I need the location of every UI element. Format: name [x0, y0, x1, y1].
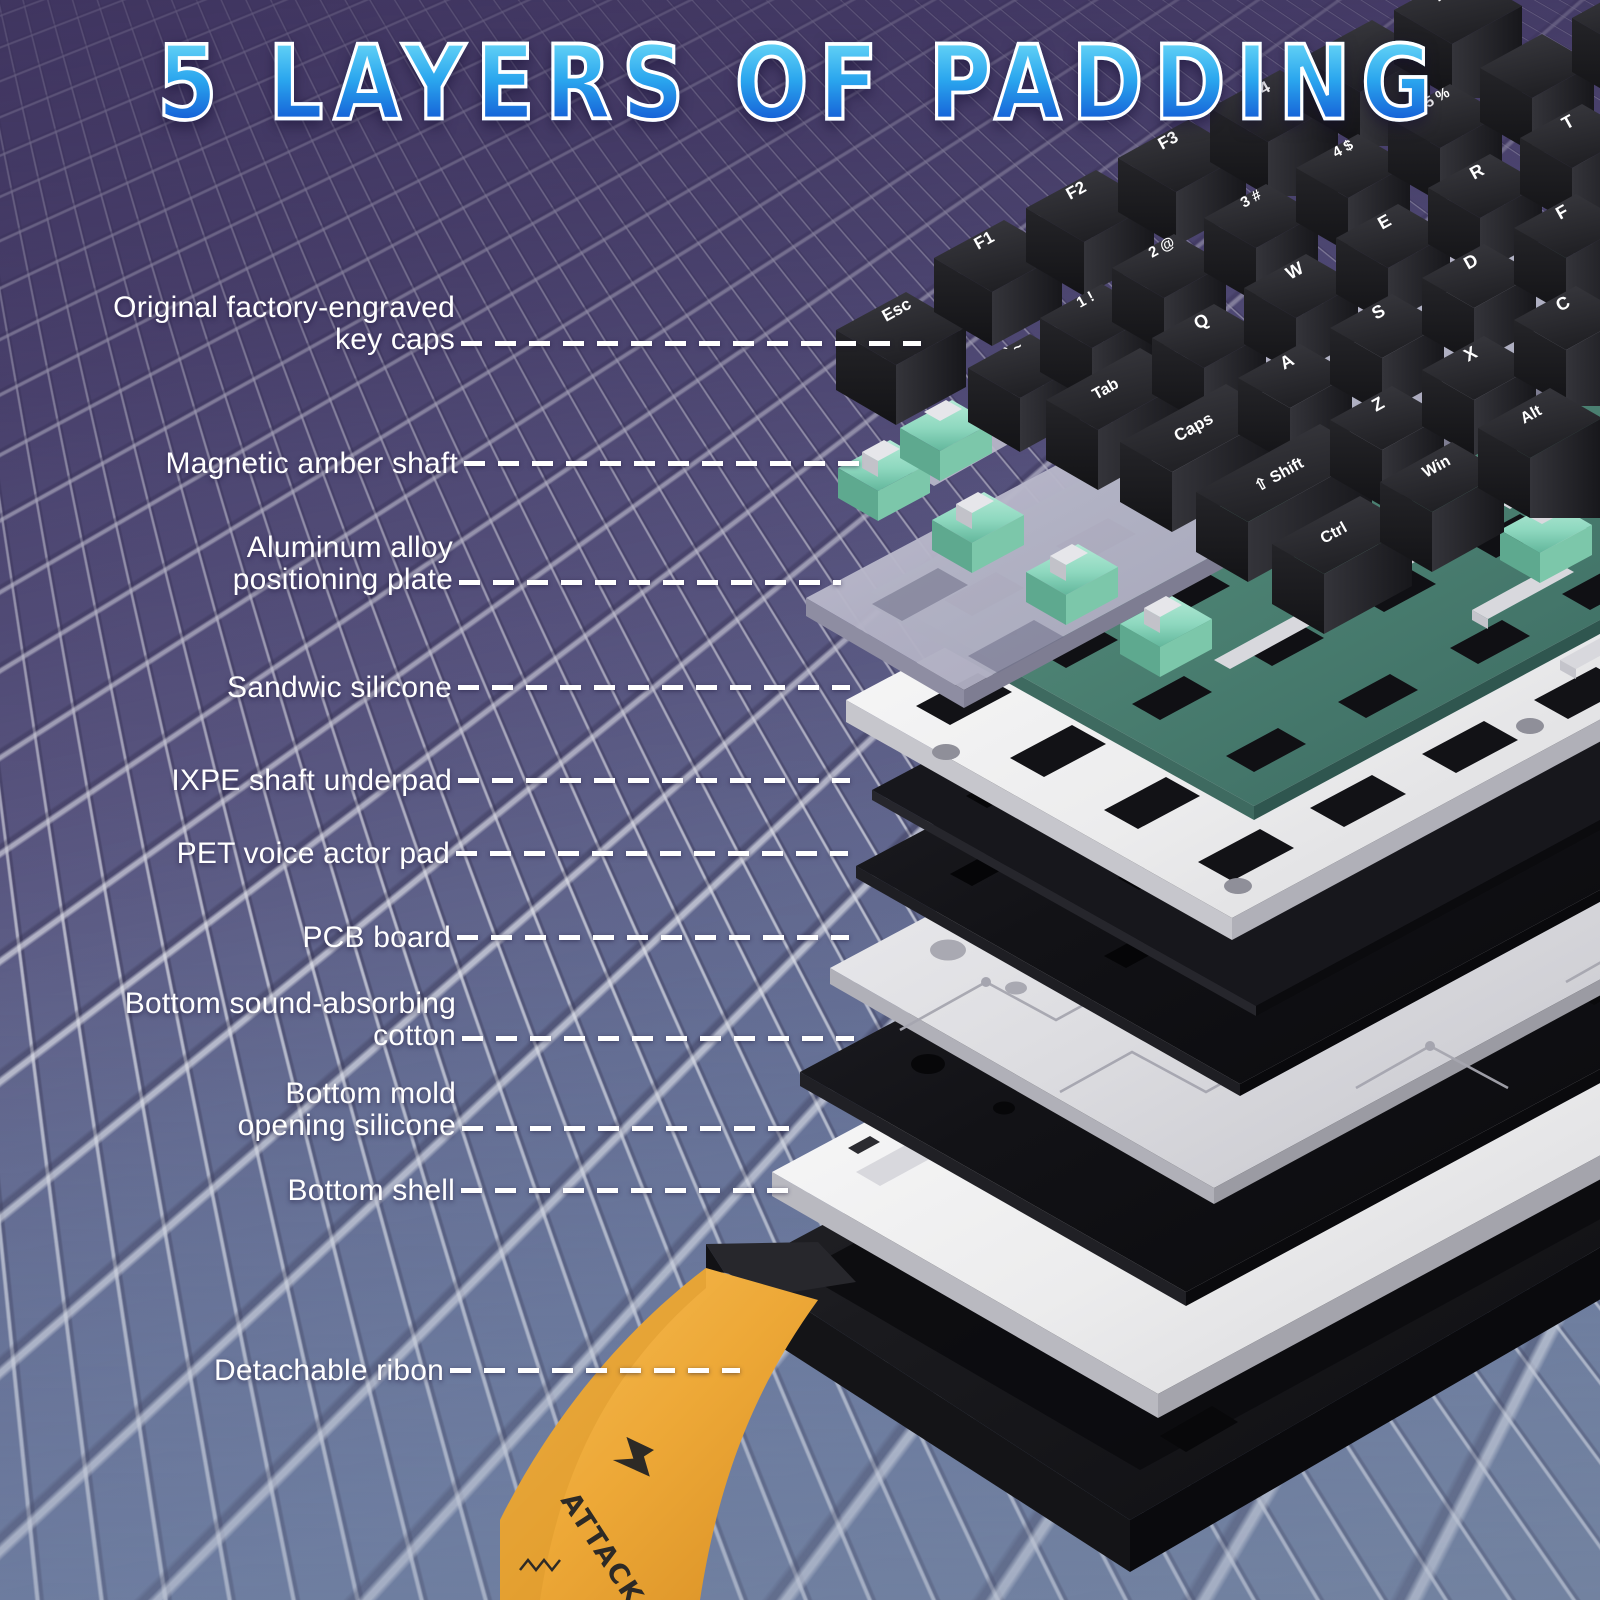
leader-line-bottom-mold-opening-silicone: [462, 1126, 802, 1132]
callout-ixpe-shaft-underpad: IXPE shaft underpad: [140, 765, 990, 797]
callout-bottom-mold-opening-silicone: Bottom mold opening silicone: [200, 1078, 1020, 1142]
callout-bottom-shell: Bottom shell: [255, 1175, 1015, 1207]
leader-line-pet-voice-actor-pad: [456, 851, 848, 857]
callout-label-detachable-ribbon: Detachable ribon: [213, 1354, 444, 1387]
callout-label-pcb-board: PCB board: [302, 921, 451, 954]
leader-line-pcb-board: [457, 935, 849, 941]
leader-line-bottom-shell: [461, 1188, 801, 1194]
callout-label-pet-voice-actor-pad: PET voice actor pad: [176, 837, 450, 870]
callout-label-bottom-shell: Bottom shell: [287, 1174, 455, 1207]
callout-pet-voice-actor-pad: PET voice actor pad: [148, 838, 998, 870]
leader-line-keycaps: [461, 341, 921, 347]
callout-bottom-sound-absorbing-cotton: Bottom sound-absorbing cotton: [66, 988, 946, 1052]
callout-label-bottom-sound-absorbing-cotton: Bottom sound-absorbing cotton: [124, 987, 456, 1052]
callout-label-magnetic-amber-shaft: Magnetic amber shaft: [165, 447, 458, 480]
callout-magnetic-amber-shaft: Magnetic amber shaft: [118, 448, 978, 480]
leader-line-bottom-sound-absorbing-cotton: [462, 1036, 854, 1042]
callout-sandwich-silicone: Sandwic silicone: [190, 672, 1010, 704]
callout-detachable-ribbon: Detachable ribon: [188, 1355, 828, 1387]
leader-line-magnetic-amber-shaft: [464, 461, 864, 467]
callout-pcb-board: PCB board: [283, 922, 1003, 954]
callout-label-bottom-mold-opening-silicone: Bottom mold opening silicone: [237, 1077, 456, 1142]
leader-line-aluminum-positioning-plate: [459, 580, 841, 586]
callout-label-sandwich-silicone: Sandwic silicone: [227, 671, 452, 704]
callout-label-ixpe-shaft-underpad: IXPE shaft underpad: [171, 764, 452, 797]
leader-line-detachable-ribbon: [450, 1368, 740, 1374]
leader-line-ixpe-shaft-underpad: [458, 778, 850, 784]
leader-line-sandwich-silicone: [458, 685, 850, 691]
callout-label-keycaps: Original factory-engraved key caps: [113, 291, 455, 356]
callout-keycaps: Original factory-engraved key caps: [55, 292, 935, 356]
callout-aluminum-positioning-plate: Aluminum alloy positioning plate: [205, 532, 1005, 596]
callout-label-aluminum-positioning-plate: Aluminum alloy positioning plate: [232, 531, 453, 596]
